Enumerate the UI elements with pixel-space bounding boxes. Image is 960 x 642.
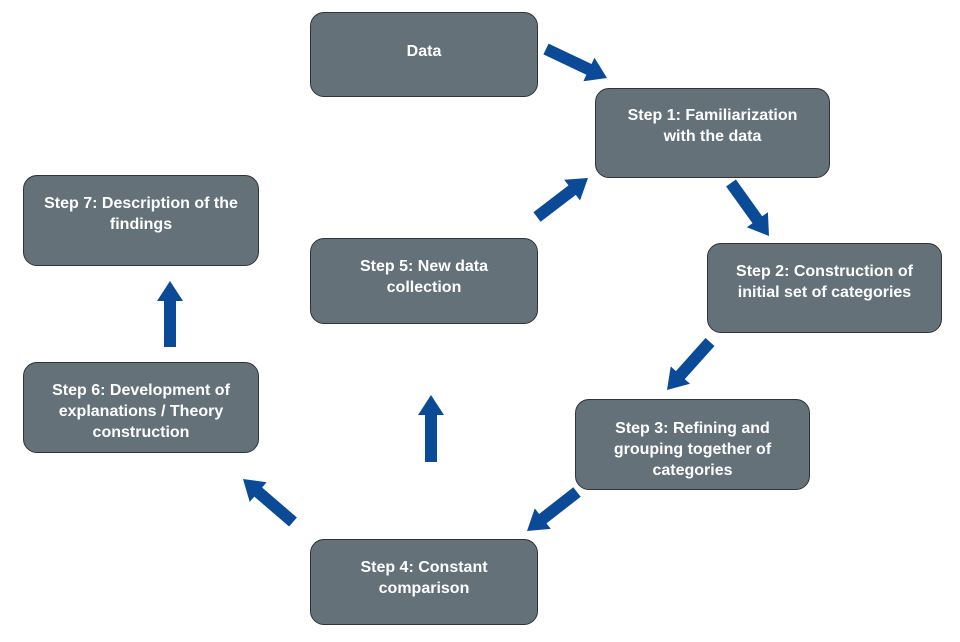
arrow-step1-to-step2 — [726, 179, 769, 236]
arrow-step3-to-step4 — [527, 487, 581, 531]
node-step7: Step 7: Description of the findings — [23, 175, 259, 266]
node-step5-label: Step 5: New data collection — [359, 258, 489, 296]
node-step4-label: Step 4: Constant comparison — [360, 559, 488, 597]
node-step6-label: Step 6: Development of explanations / Th… — [52, 382, 230, 441]
node-data: Data — [310, 12, 538, 97]
node-step5: Step 5: New data collection — [310, 238, 538, 324]
arrow-step2-to-step3 — [667, 338, 715, 390]
arrow-step4-to-step6 — [243, 479, 297, 527]
arrow-data-to-step1 — [543, 43, 607, 82]
arrow-step5-to-step1 — [533, 178, 588, 222]
arrow-step6-to-step7 — [157, 281, 183, 347]
node-data-label: Data — [406, 43, 442, 60]
node-step1: Step 1: Familiarization with the data — [595, 88, 830, 178]
node-step2: Step 2: Construction of initial set of c… — [707, 243, 942, 333]
node-step3: Step 3: Refining and grouping together o… — [575, 399, 810, 490]
node-step2-label: Step 2: Construction of initial set of c… — [736, 263, 913, 301]
node-step3-label: Step 3: Refining and grouping together o… — [613, 420, 772, 479]
arrow-step4-to-step5 — [418, 395, 444, 462]
node-step1-label: Step 1: Familiarization with the data — [627, 107, 798, 145]
node-step7-label: Step 7: Description of the findings — [44, 195, 238, 233]
node-step6: Step 6: Development of explanations / Th… — [23, 362, 259, 453]
node-step4: Step 4: Constant comparison — [310, 539, 538, 625]
